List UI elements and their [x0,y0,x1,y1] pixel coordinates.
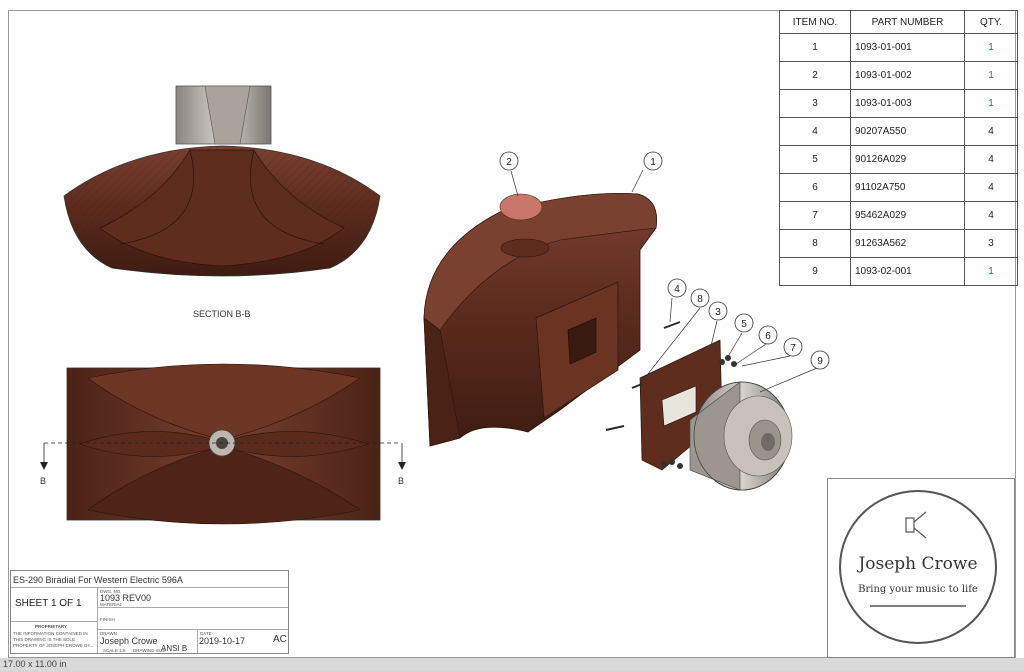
bom-item: 2 [779,61,851,90]
bom-part: 1093-02-001 [850,257,965,286]
bom-item: 3 [779,89,851,118]
bom-part: 91263A562 [850,229,965,258]
title-block-divider [97,587,98,653]
bom-qty: 1 [964,33,1018,62]
logo-circle [839,490,997,644]
balloon-9: 9 [817,356,823,367]
isometric-assembly [423,192,793,491]
bom-qty: 4 [964,173,1018,202]
scale-label: SCALE 1:5 [103,648,126,653]
front-view [40,363,406,525]
balloon-1: 1 [650,157,656,168]
logo-tagline: Bring your music to life [858,584,978,595]
bom-qty: 1 [964,89,1018,118]
drawn-by: Joseph Crowe [100,636,158,646]
bom-part: 1093-01-003 [850,89,965,118]
title-block: ES-290 Biradial For Western Electric 596… [10,570,289,654]
dwg-no: 1093 REV00 [100,593,152,603]
bom-header-item: ITEM NO. [779,10,851,34]
section-label: SECTION B-B [193,309,251,319]
bom-item: 5 [779,145,851,174]
proprietary-label: PROPRIETARY [35,624,68,629]
balloon-5: 5 [741,319,747,330]
title-block-divider [97,629,288,630]
dwg-no-label: DWG. NO. [100,589,122,594]
sheet-border [8,10,1016,658]
proprietary-text: THE INFORMATION CONTAINED IN THIS DRAWIN… [13,631,94,648]
bom-header-row: ITEM NO. PART NUMBER QTY. [779,10,1018,34]
bom-part: 90126A029 [850,145,965,174]
drawing-size: ANSI B [161,644,188,653]
bom-part: 90207A550 [850,117,965,146]
drawn-label: DRAWN [100,631,117,636]
bom-item: 1 [779,33,851,62]
title-block-divider [11,587,288,588]
leader-lines [510,169,818,393]
finish-label: FINISH [100,617,115,622]
title-block-divider [11,621,97,622]
logo-box [827,478,1015,658]
balloon-3: 3 [715,307,721,318]
bom-item: 7 [779,201,851,230]
title-block-divider [197,629,198,653]
logo-name: Joseph Crowe [858,554,978,574]
sheet-number: SHEET 1 OF 1 [15,598,82,609]
bom-item: 8 [779,229,851,258]
page-size-readout: 17.00 x 11.00 in [3,659,67,669]
bom-item: 9 [779,257,851,286]
drawing-size-label: DRAWING SIZE [133,648,166,653]
balloon-6: 6 [765,331,771,342]
drawing-date: 2019-10-17 [199,636,246,646]
balloon-4: 4 [674,284,680,295]
bom-item: 6 [779,173,851,202]
balloon-2: 2 [506,157,512,168]
bom-part: 91102A750 [850,173,965,202]
bom-item: 4 [779,117,851,146]
section-view [63,85,381,277]
title-block-divider [97,607,288,608]
balloon-7: 7 [790,343,796,354]
date-label: DATE [200,631,212,636]
bom-qty: 1 [964,61,1018,90]
bom-qty: 4 [964,117,1018,146]
bom-qty: 1 [964,257,1018,286]
balloons: 1 2 3 4 5 6 7 8 9 [499,151,830,370]
bom-qty: 4 [964,145,1018,174]
bom-qty: 4 [964,201,1018,230]
status-bar: 17.00 x 11.00 in [0,658,1024,671]
bom-part: 1093-01-001 [850,33,965,62]
balloon-8: 8 [697,294,703,305]
bom-part: 95462A029 [850,201,965,230]
bom-qty: 3 [964,229,1018,258]
bom-header-part: PART NUMBER [850,10,965,34]
drawing-title: ES-290 Biradial For Western Electric 596… [13,575,183,585]
bom-header-qty: QTY. [964,10,1018,34]
material-label: MATERIAL [100,602,123,607]
section-marker-left: B [40,476,47,486]
bom-part: 1093-01-002 [850,61,965,90]
revision: AC [273,634,287,645]
section-marker-right: B [398,476,405,486]
